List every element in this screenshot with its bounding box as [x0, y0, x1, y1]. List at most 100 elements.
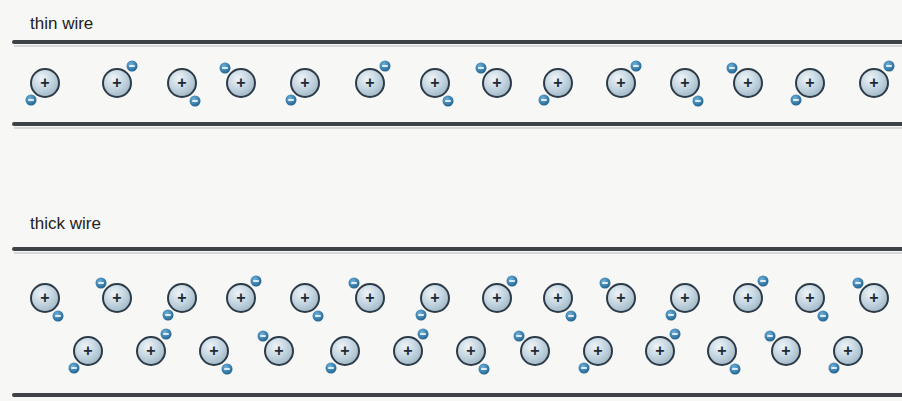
electron-charge — [418, 314, 424, 316]
electron-dot — [693, 96, 704, 107]
ion-circle: + — [583, 336, 613, 366]
ion-circle: + — [290, 283, 320, 313]
ion-circle: + — [136, 336, 166, 366]
electron-dot — [579, 363, 590, 374]
electron-charge — [581, 367, 587, 369]
ion-charge: + — [717, 343, 726, 359]
electron-dot — [326, 363, 337, 374]
electron-dot — [69, 363, 80, 374]
electron-charge — [222, 67, 228, 69]
electron-dot — [829, 363, 840, 374]
ion-charge: + — [83, 343, 92, 359]
electron-dot — [53, 311, 64, 322]
ion-circle: + — [606, 68, 636, 98]
wire-label: thin wire — [30, 14, 93, 34]
ion-circle: + — [30, 283, 60, 313]
ion-charge: + — [177, 75, 186, 91]
ion-circle: + — [355, 283, 385, 313]
electron-symbol — [416, 310, 427, 321]
electron-dot — [539, 95, 550, 106]
electron-dot — [479, 364, 490, 375]
electron-charge — [253, 280, 259, 282]
electron-symbol — [853, 278, 864, 289]
electron-symbol — [161, 329, 172, 340]
electron-dot — [884, 61, 895, 72]
electron-charge — [729, 67, 735, 69]
ion-charge: + — [274, 343, 283, 359]
ion-charge: + — [616, 290, 625, 306]
electron-dot — [730, 364, 741, 375]
electron-symbol — [326, 363, 337, 374]
electron-charge — [165, 314, 171, 316]
electron-dot — [758, 276, 769, 287]
ion-charge: + — [430, 75, 439, 91]
ion-charge: + — [340, 343, 349, 359]
ion-charge: + — [843, 343, 852, 359]
electron-symbol — [670, 329, 681, 340]
electron-charge — [315, 315, 321, 317]
electron-dot — [418, 329, 429, 340]
ion-circle: + — [520, 336, 550, 366]
electron-symbol — [286, 95, 297, 106]
electron-charge — [260, 335, 266, 337]
ion-circle: + — [833, 336, 863, 366]
electron-dot — [161, 329, 172, 340]
electron-charge — [668, 314, 674, 316]
electron-charge — [420, 333, 426, 335]
electron-dot — [666, 310, 677, 321]
electron-symbol — [507, 276, 518, 287]
electron-dot — [251, 276, 262, 287]
electron-symbol — [69, 363, 80, 374]
ion-charge: + — [743, 290, 752, 306]
electron-charge — [831, 367, 837, 369]
electron-symbol — [53, 311, 64, 322]
electron-charge — [886, 65, 892, 67]
electron-symbol — [758, 276, 769, 287]
electron-charge — [129, 65, 135, 67]
electron-charge — [760, 280, 766, 282]
ion-charge: + — [593, 343, 602, 359]
electron-charge — [855, 282, 861, 284]
ion-circle: + — [859, 68, 889, 98]
electron-dot — [258, 331, 269, 342]
ion-charge: + — [492, 290, 501, 306]
electron-symbol — [380, 61, 391, 72]
electron-charge — [672, 333, 678, 335]
electron-symbol — [566, 311, 577, 322]
ion-charge: + — [466, 343, 475, 359]
ion-circle: + — [670, 283, 700, 313]
ion-charge: + — [112, 75, 121, 91]
electron-symbol — [829, 363, 840, 374]
electron-symbol — [313, 311, 324, 322]
electron-dot — [791, 95, 802, 106]
ion-charge: + — [492, 75, 501, 91]
electron-dot — [349, 278, 360, 289]
ion-charge: + — [300, 75, 309, 91]
electron-symbol — [479, 364, 490, 375]
ion-charge: + — [680, 290, 689, 306]
electron-dot — [818, 311, 829, 322]
electron-dot — [416, 310, 427, 321]
ion-charge: + — [40, 75, 49, 91]
electron-dot — [853, 278, 864, 289]
electron-symbol — [222, 364, 233, 375]
electron-symbol — [818, 311, 829, 322]
electron-charge — [602, 282, 608, 284]
electron-symbol — [443, 96, 454, 107]
ion-circle: + — [795, 68, 825, 98]
electron-dot — [96, 278, 107, 289]
ion-circle: + — [733, 283, 763, 313]
electron-charge — [163, 333, 169, 335]
electron-dot — [507, 276, 518, 287]
ion-charge: + — [112, 290, 121, 306]
electron-symbol — [727, 63, 738, 74]
electron-symbol — [163, 310, 174, 321]
ion-circle: + — [355, 68, 385, 98]
electron-dot — [476, 63, 487, 74]
electron-symbol — [666, 310, 677, 321]
electron-charge — [328, 367, 334, 369]
ion-charge: + — [403, 343, 412, 359]
electron-symbol — [765, 331, 776, 342]
electron-symbol — [600, 278, 611, 289]
